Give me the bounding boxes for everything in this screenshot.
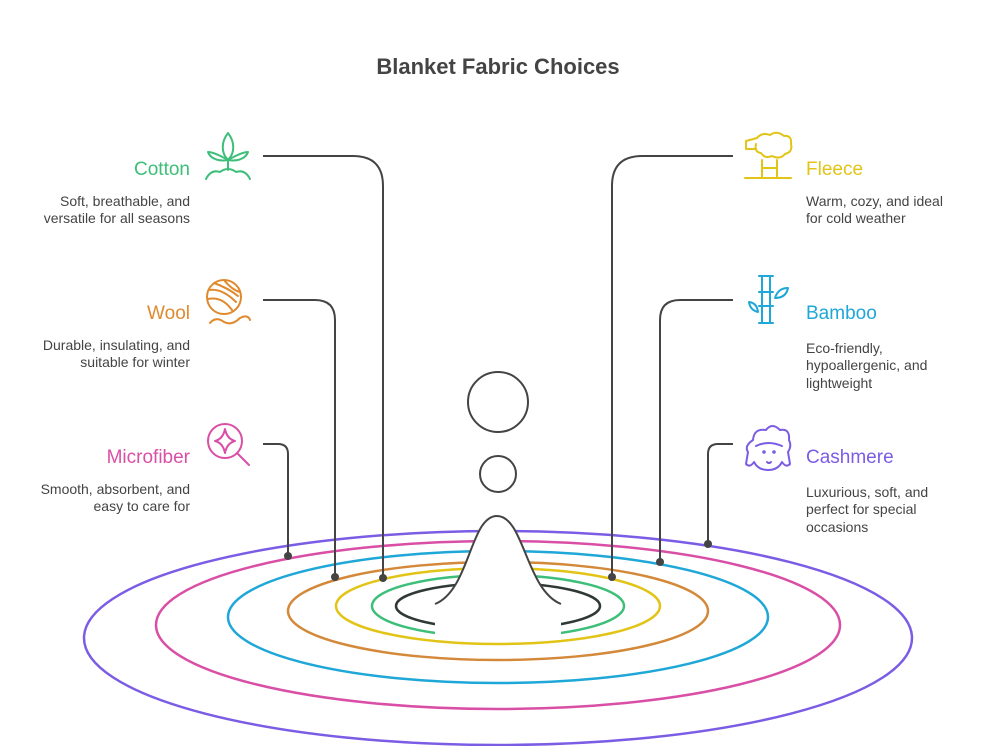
sheep-icon xyxy=(744,131,793,179)
connector-wool xyxy=(263,299,336,577)
water-drop-peak xyxy=(435,516,561,640)
sprout-icon xyxy=(205,132,251,180)
item-desc-line: lightweight xyxy=(806,375,872,391)
connectors xyxy=(263,155,733,582)
item-desc-line: versatile for all seasons xyxy=(44,210,190,226)
item-desc-line: Durable, insulating, and xyxy=(43,337,190,353)
item-desc-line: Soft, breathable, and xyxy=(60,193,190,209)
item-desc-line: easy to care for xyxy=(94,498,191,514)
droplet-large xyxy=(467,371,529,433)
item-wool: Wool Durable, insulating, and suitable f… xyxy=(43,303,190,370)
item-title: Bamboo xyxy=(806,303,877,324)
item-title: Fleece xyxy=(806,159,863,180)
connector-bamboo xyxy=(659,299,733,562)
item-title: Cotton xyxy=(134,159,190,180)
item-desc-line: hypoallergenic, and xyxy=(806,357,927,373)
connector-microfiber xyxy=(263,443,289,556)
item-fleece: Fleece Warm, cozy, and ideal for cold we… xyxy=(806,159,943,226)
item-desc-line: perfect for special xyxy=(806,501,917,517)
item-desc-line: Eco-friendly, xyxy=(806,340,883,356)
yarn-ball-icon xyxy=(206,279,251,325)
sparkle-magnifier-icon xyxy=(207,423,250,466)
item-desc-line: for cold weather xyxy=(806,210,906,226)
item-desc-line: suitable for winter xyxy=(80,354,190,370)
water-drop-peak-outline xyxy=(434,514,562,605)
item-cashmere: Cashmere Luxurious, soft, and perfect fo… xyxy=(806,447,928,535)
connector-fleece xyxy=(611,155,733,577)
connector-cotton xyxy=(263,155,384,578)
item-microfiber: Microfiber Smooth, absorbent, and easy t… xyxy=(41,447,191,514)
ripple-rings xyxy=(82,371,914,746)
item-title: Microfiber xyxy=(107,447,191,468)
item-desc-line: Luxurious, soft, and xyxy=(806,484,928,500)
item-desc-line: occasions xyxy=(806,519,868,535)
goat-icon xyxy=(745,425,792,471)
connector-cashmere xyxy=(707,443,733,544)
item-desc-line: Warm, cozy, and ideal xyxy=(806,193,943,209)
item-title: Wool xyxy=(147,303,190,324)
diagram-title: Blanket Fabric Choices xyxy=(376,54,619,79)
bamboo-icon xyxy=(748,275,789,324)
droplet-small xyxy=(479,455,517,493)
item-title: Cashmere xyxy=(806,447,894,468)
item-cotton: Cotton Soft, breathable, and versatile f… xyxy=(44,159,190,226)
item-bamboo: Bamboo Eco-friendly, hypoallergenic, and… xyxy=(806,303,927,391)
item-desc-line: Smooth, absorbent, and xyxy=(41,481,190,497)
